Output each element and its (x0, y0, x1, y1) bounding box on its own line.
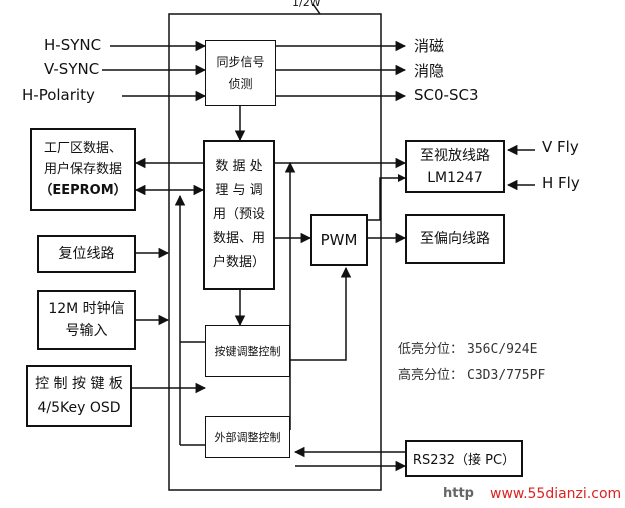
processor-box: 数 据 处 理 与 调 用（预设 数据、用 户数据） (203, 140, 275, 290)
key-control-box: 按键调整控制 (205, 325, 290, 377)
processor-line1: 数 据 处 (215, 159, 263, 174)
eeprom-line2: 用户保存数据 (43, 162, 122, 177)
hfly-label: H Fly (542, 174, 580, 192)
video-amp-line2: LM1247 (427, 169, 483, 186)
high-res-label: 高亮分位： (398, 368, 464, 383)
processor-line4: 数据、用 (212, 231, 265, 246)
eeprom-line1: 工厂区数据、 (43, 141, 122, 156)
low-res-note: 低亮分位：356C/924E (398, 338, 537, 357)
top-label: 1/2W (292, 0, 321, 9)
video-amp-line1: 至视放线路 (420, 147, 490, 164)
low-res-value: 356C/924E (467, 342, 538, 357)
vsync-label: V-SYNC (44, 60, 100, 78)
keyboard-line1: 控 制 按 键 板 (35, 376, 123, 392)
high-res-note: 高亮分位：C3D3/775PF (398, 364, 545, 383)
processor-line3: 用（预设 (212, 207, 265, 222)
external-control-box: 外部调整控制 (205, 416, 290, 458)
output-sc-label: SC0-SC3 (414, 86, 479, 104)
output-mute-label: 消隐 (414, 62, 445, 80)
sync-detect-line1: 同步信号 (216, 55, 265, 69)
processor-line5: 户数据） (212, 255, 265, 270)
reset-box: 复位线路 (37, 235, 136, 273)
deflection-box: 至偏向线路 (405, 214, 505, 264)
eeprom-line3: （EEPROM） (39, 183, 127, 198)
rs232-label: RS232（接 PC） (412, 453, 516, 468)
processor-line2: 理 与 调 (215, 183, 263, 198)
rs232-box: RS232（接 PC） (405, 440, 523, 477)
hpolarity-label: H-Polarity (22, 86, 95, 104)
clock-box: 12M 时钟信 号输入 (37, 290, 136, 350)
hsync-label: H-SYNC (44, 36, 102, 54)
keyboard-line2: 4/5Key OSD (37, 400, 121, 416)
pwm-label: PWM (320, 231, 358, 249)
clock-line2: 号输入 (65, 323, 108, 339)
video-amp-box: 至视放线路 LM1247 (405, 140, 505, 193)
external-control-label: 外部调整控制 (214, 431, 281, 444)
low-res-label: 低亮分位： (398, 342, 464, 357)
output-blank-label: 消磁 (414, 37, 445, 55)
keyboard-box: 控 制 按 键 板 4/5Key OSD (26, 365, 132, 427)
sync-detect-line2: 侦测 (228, 77, 253, 91)
deflection-label: 至偏向线路 (420, 230, 490, 247)
key-control-label: 按键调整控制 (214, 345, 281, 358)
sync-detect-box: 同步信号 侦测 (205, 40, 276, 106)
reset-label: 复位线路 (58, 245, 115, 262)
pwm-box: PWM (310, 214, 368, 266)
high-res-value: C3D3/775PF (467, 368, 546, 383)
watermark-http: http (443, 486, 474, 501)
clock-line1: 12M 时钟信 (48, 301, 125, 317)
vfly-label: V Fly (542, 138, 579, 156)
watermark-url: www.55dianzi.com (490, 486, 622, 502)
eeprom-box: 工厂区数据、 用户保存数据 （EEPROM） (30, 128, 136, 211)
